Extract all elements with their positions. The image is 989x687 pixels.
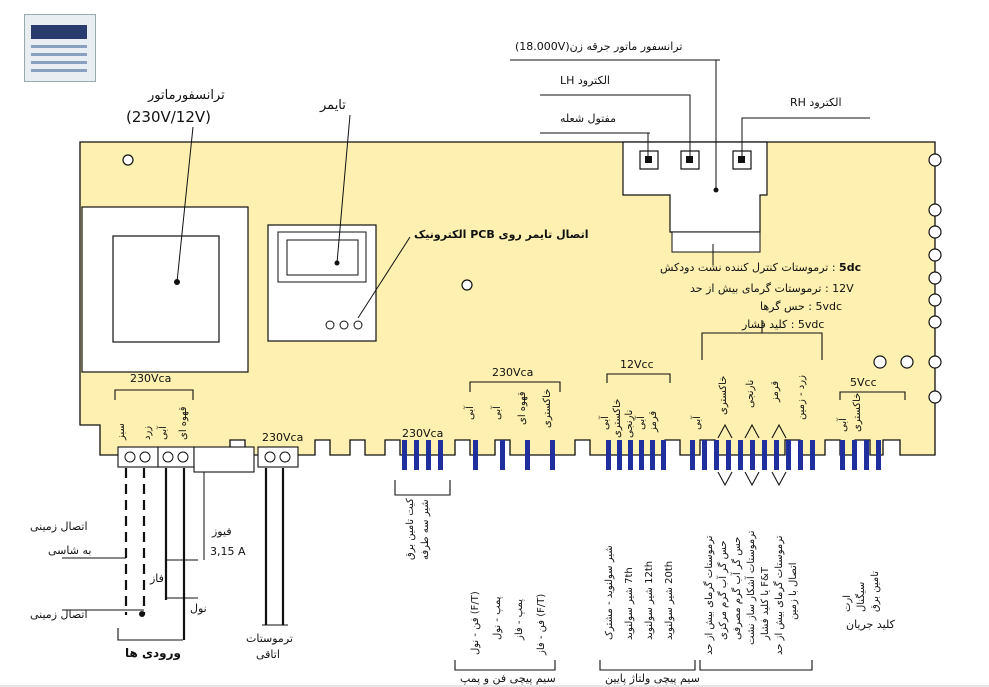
wire-label: آبی [492,406,503,420]
kit-label: کیت تامین برق [405,498,416,560]
wire-label: آبی [600,416,611,430]
transformer-voltage: (230V/12V) [126,108,211,126]
legend-text-1: : ترموستات کنترل کننده نشت دودکش [660,261,836,274]
low-voltage-row: شیر سولنوید - مشترک [604,545,615,640]
flame-wire-label: مفتول شعله [560,112,617,125]
fan-pump-row: (F/T) فن - فاز [536,593,547,655]
fan-pump-row: پمپ - فاز [514,598,525,640]
wire-label: آبی [158,426,169,440]
wire-label: آبی [636,416,647,430]
wire-label: زرد - زمین [796,375,807,420]
voltage-kit: 230Vca [402,427,444,440]
wire-label: نارنجی [745,379,756,408]
earth-chassis-label: اتصال زمینی [30,520,88,533]
electrode-rh-label: الکترود RH [790,96,842,109]
electrode-lh-label: الکترود LH [560,74,610,87]
timer-box [267,224,377,342]
inputs-label: ورودی ها [125,646,181,660]
timer-label: تایمر [320,98,346,113]
legend-text-4: : کلید فشار [742,318,795,331]
legend-text-3: : حس گرها [760,300,812,313]
sensor-row: F&T یا کلید فشار [760,567,771,640]
sensor-row: حس گر آب گرم مرکزی [718,540,729,640]
earth-chassis-label-2: به شاسی [48,544,92,557]
legend-text-2: : ترموستات گرمای بیش از حد [690,282,829,295]
wire-label: سبز [116,423,127,440]
fan-pump-row: (F/T) فن - نول [470,591,481,655]
wire-label: قرمز [648,410,659,432]
voltage-5: 5Vcc [850,376,877,389]
fuse-value: 3,15 A [210,545,246,558]
legend-value-3: 5vdc [815,300,843,313]
earth-label: اتصال زمینی [30,608,88,621]
fuse-label: فیوز [212,525,232,538]
wire-label: خاکستری [718,375,729,415]
current-switch-row: ارت [842,594,853,612]
wire-label: آبی [692,416,703,430]
legend-value-1: 5dc [839,261,862,274]
ignition-transformer-label: ترانسفور ماتور جرقه زن(18.000V) [515,40,683,53]
room-thermostat-label: ترموستات [246,632,293,645]
voltage-fan: 230Vca [492,366,534,379]
sensor-row: ترموستات گرمای بیش از حد [774,535,785,656]
wire-label: نارنجی [624,409,635,438]
low-voltage-row: 12th شیر سولنوید [644,560,655,640]
sensor-row: حس گر آب گرم مصرفی [732,536,743,640]
neutral-label: نول [190,602,207,615]
fan-pump-row: پمپ - نول [492,596,503,640]
timer-pcb-label: اتصال تایمر روی PCB الکترونیک [414,228,589,241]
wire-label: خاکستری [612,398,623,438]
wire-label: قهوه ای [178,406,189,440]
wire-label: آبی [838,418,849,432]
sensor-row: ترموستات آشکار ساز نشت [746,530,757,645]
sensor-row: ترموستات گرمای بیش از حد [704,535,715,656]
legend-value-2: 12V [832,282,854,295]
voltage-12: 12Vcc [620,358,654,371]
transformer-label: ترانسفورماتور [148,88,225,103]
current-switch-row: سیگنال [856,581,867,612]
low-voltage-row: 20th شیر سولنوید [664,560,675,640]
fan-pump-title: سیم پیچی فن و پمپ [460,672,556,685]
low-voltage-row: 7th شیر سولنوید [624,567,635,640]
low-voltage-title: سیم پیچی ولتاژ پایین [605,672,700,685]
sensor-row: اتصال با زمین [788,562,799,620]
legend-value-4: 5vdc [797,318,825,331]
wire-label: خاکستری [542,388,553,428]
kit-label-2: شیر سه طرفه [420,499,431,560]
voltage-left: 230Vca [130,372,172,385]
room-thermostat-label-2: اتاقی [256,648,280,661]
wire-label: قرمز [770,380,781,402]
wire-label: آبی [465,406,476,420]
phase-label: فاز [150,572,164,585]
wire-label: قهوه ای [517,391,528,425]
current-switch-row: تامین برق [870,570,881,612]
voltage-fuse: 230Vca [262,431,304,444]
current-switch-title: کلید جریان [846,618,895,631]
wire-label: زرد [142,425,153,440]
appliance-thumbnail-icon [24,14,96,82]
wire-label: خاکستری [852,392,863,432]
